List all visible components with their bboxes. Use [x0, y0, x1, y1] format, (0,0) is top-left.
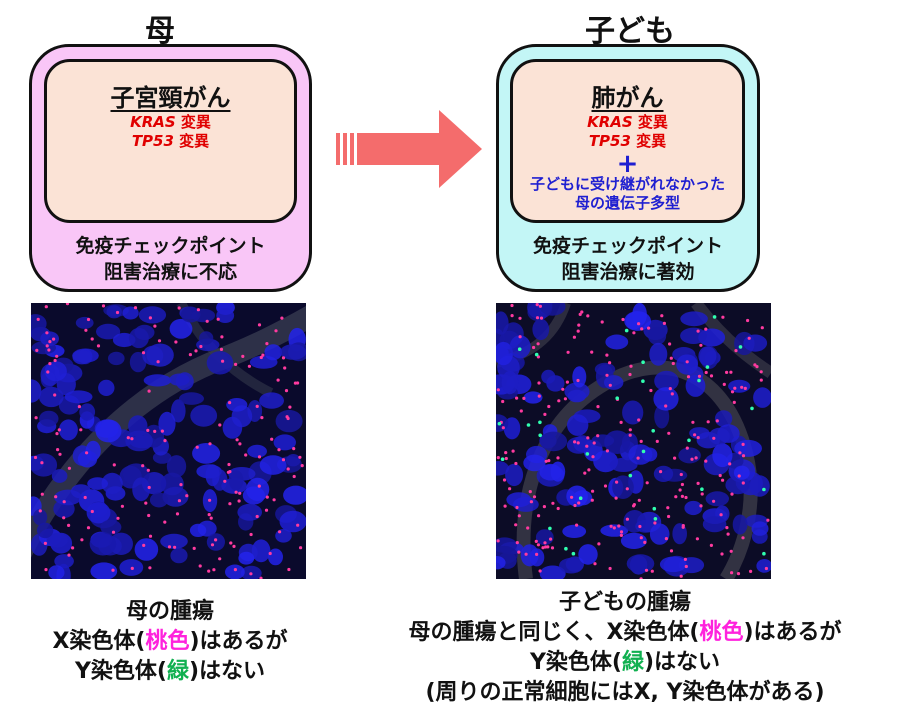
- gene-name: KRAS: [130, 113, 176, 131]
- response-line: 阻害治療に不応: [103, 261, 237, 283]
- mother-heading: 母: [145, 14, 175, 49]
- mother-panel: 子宮頸がん KRAS 変異 TP53 変異 免疫チェックポイント 阻害治療に不応: [29, 44, 312, 292]
- y-color-word: 緑: [166, 659, 189, 684]
- caption-title: 母の腫瘍: [125, 599, 214, 624]
- y-color-word: 緑: [621, 650, 644, 675]
- child-caption: 子どもの腫瘍 母の腫瘍と同じく、X染色体(桃色)はあるが Y染色体(緑)はない …: [345, 588, 905, 708]
- mutation-label: 変異: [632, 113, 668, 131]
- caption-x-line: 母の腫瘍と同じく、X染色体(桃色)はあるが: [345, 618, 905, 648]
- mother-response: 免疫チェックポイント 阻害治療に不応: [32, 233, 309, 285]
- response-line: 阻害治療に著効: [561, 261, 695, 283]
- caption-text: )はあるが: [743, 620, 842, 645]
- caption-text: )はあるが: [189, 629, 288, 654]
- response-line: 免疫チェックポイント: [75, 235, 266, 257]
- mother-cancer-name: 子宮頸がん: [110, 84, 231, 112]
- mother-caption: 母の腫瘍 X染色体(桃色)はあるが Y染色体(緑)はない: [10, 597, 330, 687]
- caption-y-line: Y染色体(緑)はない: [345, 648, 905, 678]
- mother-mutation-tp53: TP53 変異: [47, 132, 294, 151]
- child-mutation-kras: KRAS 変異: [513, 113, 742, 132]
- polymorphism-line: 母の遺伝子多型: [574, 194, 680, 212]
- caption-note: (周りの正常細胞にはX, Y染色体がある): [425, 680, 825, 705]
- child-response: 免疫チェックポイント 阻害治療に著効: [499, 233, 757, 285]
- response-line: 免疫チェックポイント: [532, 235, 723, 257]
- caption-text: 母の腫瘍と同じく、X染色体(: [408, 620, 700, 645]
- child-panel: 肺がん KRAS 変異 TP53 変異 + 子どもに受け継がれなかった 母の遺伝…: [496, 44, 760, 292]
- caption-text: Y染色体(: [529, 650, 622, 675]
- mutation-label: 変異: [173, 132, 210, 150]
- caption-text: X染色体(: [52, 629, 146, 654]
- plus-sign: +: [616, 149, 639, 179]
- child-tumor-box: 肺がん KRAS 変異 TP53 変異 + 子どもに受け継がれなかった 母の遺伝…: [510, 59, 745, 223]
- mother-mutation-kras: KRAS 変異: [47, 113, 294, 132]
- mother-tumor-box: 子宮頸がん KRAS 変異 TP53 変異: [44, 59, 297, 223]
- child-cancer-name: 肺がん: [591, 84, 664, 112]
- x-color-word: 桃色: [699, 620, 744, 645]
- child-mutation-tp53: TP53 変異: [513, 132, 742, 151]
- child-heading: 子ども: [585, 14, 675, 49]
- polymorphism-line: 子どもに受け継がれなかった: [529, 175, 725, 193]
- caption-y-line: Y染色体(緑)はない: [10, 657, 330, 687]
- x-color-word: 桃色: [145, 629, 190, 654]
- caption-text: )はない: [643, 650, 721, 675]
- right-arrow: [336, 110, 482, 188]
- mother-tumor-fish-image: [31, 303, 306, 579]
- caption-text: )はない: [188, 659, 266, 684]
- caption-title: 子どもの腫瘍: [558, 590, 691, 615]
- gene-name: TP53: [131, 132, 174, 150]
- caption-text: Y染色体(: [74, 659, 167, 684]
- child-tumor-fish-image: [496, 303, 771, 579]
- caption-x-line: X染色体(桃色)はあるが: [10, 627, 330, 657]
- gene-name: KRAS: [587, 113, 633, 131]
- gene-name: TP53: [588, 132, 631, 150]
- mutation-label: 変異: [630, 132, 667, 150]
- mutation-label: 変異: [175, 113, 211, 131]
